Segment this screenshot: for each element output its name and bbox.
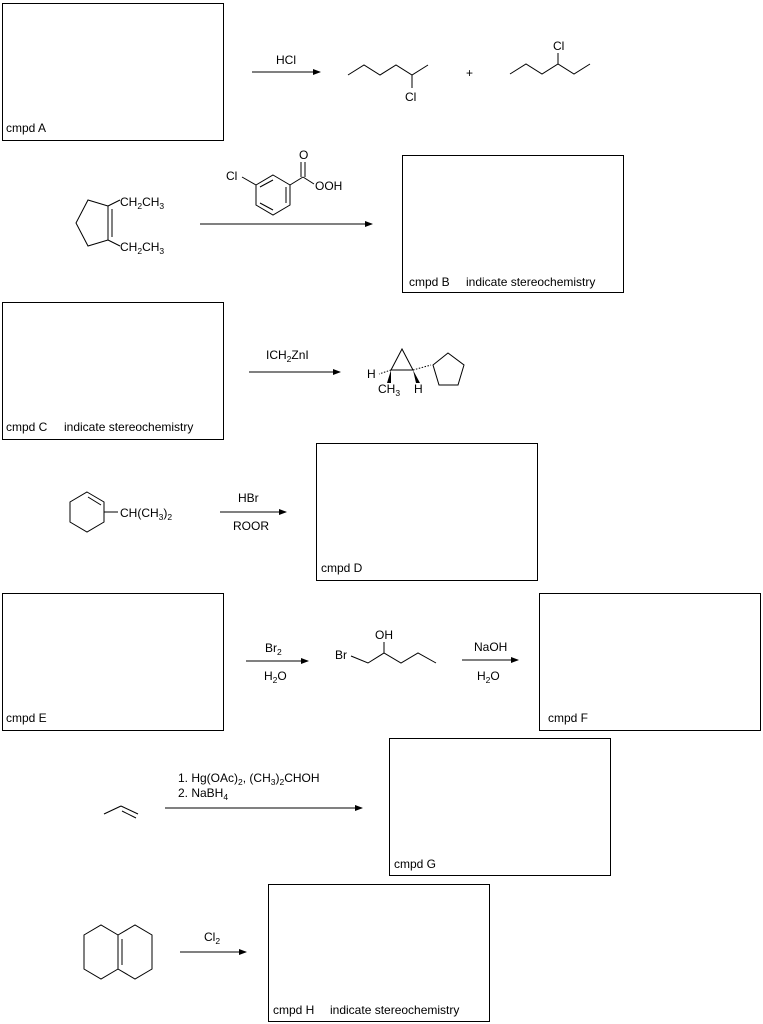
wedge-bond-h <box>413 370 420 383</box>
cmpd-h-label: cmpd H <box>273 1003 314 1017</box>
aromatic-inner <box>259 202 274 211</box>
hydrogen-atom: H <box>414 382 423 396</box>
reagent-step-2: 2. NaBH4 <box>178 786 228 802</box>
reagent-mcpba: Cl O OOH <box>226 148 342 216</box>
benzene-ring <box>255 174 291 216</box>
reaction-8: Cl2 cmpd H indicate stereochemistry <box>83 884 490 1022</box>
product-3-chlorohexane: Cl <box>509 39 591 75</box>
cmpd-d-label: cmpd D <box>321 561 363 575</box>
reactant-diethylcyclopentene: CH2CH3 CH2CH3 <box>75 195 164 256</box>
hexane-chain <box>509 63 591 75</box>
ethyl-bond-bottom <box>107 239 121 247</box>
cmpd-f-label: cmpd F <box>548 711 588 725</box>
wedge-bond-ch3 <box>387 370 391 383</box>
answer-box-cmpd-g[interactable] <box>389 738 611 876</box>
reaction-4: CH(CH3)2 HBr ROOR cmpd D <box>69 443 538 581</box>
chlorine-atom: Cl <box>405 90 416 104</box>
carbonyl-carbon-bond <box>289 176 304 186</box>
hydroxyl-group: OH <box>375 628 393 642</box>
reagent-bromine: Br2 <box>265 641 282 657</box>
cmpd-b-label: cmpd B <box>409 275 450 289</box>
reaction-7: 1. Hg(OAc)2, (CH3)2CHOH 2. NaBH4 cmpd G <box>103 738 611 876</box>
reagent-hbr: HBr <box>238 491 259 505</box>
bromine-atom: Br <box>335 648 347 662</box>
reaction-5-6: cmpd E Br2 H2O Br OH NaOH H2O cmpd F <box>2 593 761 731</box>
chlorine-atom: Cl <box>226 169 237 183</box>
answer-box-cmpd-h[interactable] <box>268 884 490 1022</box>
stereochemistry-note: indicate stereochemistry <box>330 1003 459 1017</box>
carbon-chain <box>350 652 437 664</box>
answer-box-cmpd-f[interactable] <box>539 593 761 731</box>
reagent-water: H2O <box>264 669 287 685</box>
hexane-chain <box>347 64 429 76</box>
answer-box-cmpd-a[interactable] <box>2 3 224 141</box>
c-cl-bond <box>241 176 257 186</box>
cyclopentane-ring <box>432 352 465 386</box>
product-2-chlorohexane: Cl <box>347 64 429 104</box>
product-cyclopropane: H CH3 H <box>367 347 465 398</box>
ethyl-group-bottom: CH2CH3 <box>120 240 164 256</box>
answer-box-cmpd-b[interactable] <box>402 155 624 293</box>
reactant-propene <box>103 805 139 819</box>
isopropyl-group: CH(CH3)2 <box>120 506 172 522</box>
answer-box-cmpd-d[interactable] <box>316 443 538 581</box>
single-bond <box>103 805 122 815</box>
reagent-naoh: NaOH <box>474 640 507 654</box>
reactant-octahydronaphthalene <box>83 924 153 980</box>
peroxy-bond <box>302 176 315 185</box>
reagent-hcl: HCl <box>276 53 296 67</box>
reagent-simmons-smith: ICH2ZnI <box>266 348 309 364</box>
stereochemistry-note: indicate stereochemistry <box>64 420 193 434</box>
cmpd-a-label: cmpd A <box>6 121 46 135</box>
ethyl-bond-top <box>107 199 121 207</box>
cmpd-e-label: cmpd E <box>6 711 47 725</box>
right-ring <box>117 924 153 980</box>
reaction-2: CH2CH3 CH2CH3 Cl O OOH cmpd B indicate s… <box>75 148 624 293</box>
double-bond <box>120 805 139 815</box>
left-ring <box>83 924 119 980</box>
reagent-peroxide: ROOR <box>233 519 269 533</box>
cmpd-c-label: cmpd C <box>6 420 48 434</box>
peroxyacid-group: OOH <box>315 179 342 193</box>
reagent-chlorine: Cl2 <box>204 930 220 946</box>
plus-sign: + <box>466 66 473 80</box>
cyclopentene-ring <box>75 199 109 247</box>
answer-box-cmpd-e[interactable] <box>2 593 224 731</box>
reagent-step-1: 1. Hg(OAc)2, (CH3)2CHOH <box>178 771 320 787</box>
methyl-group: CH3 <box>378 382 400 398</box>
oxygen-atom: O <box>299 148 308 162</box>
aromatic-inner <box>259 179 274 188</box>
hash-bond-h <box>378 369 392 375</box>
hydrogen-atom: H <box>367 367 376 381</box>
stereochemistry-note: indicate stereochemistry <box>466 275 595 289</box>
cmpd-g-label: cmpd G <box>394 857 436 871</box>
cyclopropane-ring <box>390 347 414 371</box>
answer-box-cmpd-c[interactable] <box>2 302 224 440</box>
hash-bond-cyclopentyl <box>412 364 432 371</box>
reagent-water: H2O <box>477 669 500 685</box>
chlorine-atom: Cl <box>553 39 564 53</box>
double-bond-inner <box>87 496 102 506</box>
ethyl-group-top: CH2CH3 <box>120 195 164 211</box>
reaction-3: cmpd C indicate stereochemistry ICH2ZnI … <box>2 302 465 440</box>
cyclohexene-ring <box>69 491 105 533</box>
double-bond-inner <box>121 810 137 819</box>
reactant-isopropylcyclohexene: CH(CH3)2 <box>69 491 172 533</box>
reaction-1: cmpd A HCl Cl + Cl <box>2 3 591 141</box>
intermediate-bromohydrin: Br OH <box>335 628 437 664</box>
